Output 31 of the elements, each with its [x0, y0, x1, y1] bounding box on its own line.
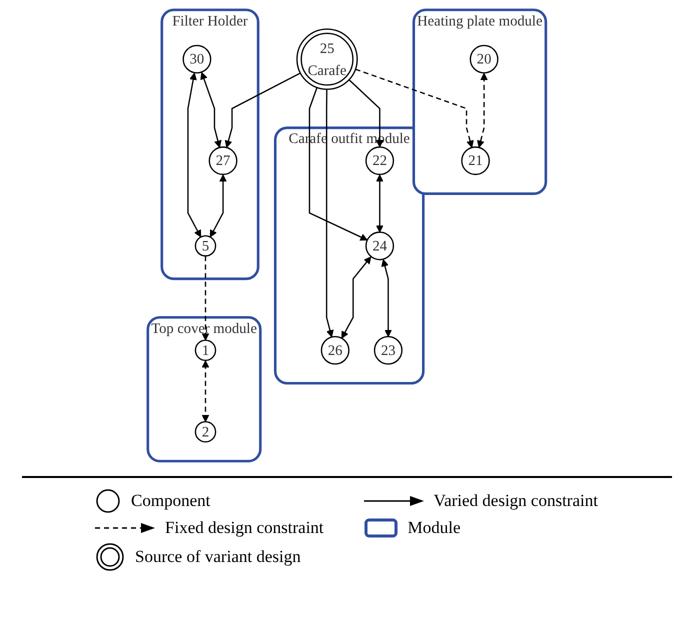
node-circle: 20 — [469, 44, 498, 74]
legend-label: Component — [131, 491, 210, 511]
arrow — [201, 255, 209, 340]
node-circle: 5 — [194, 234, 216, 256]
node-circle: 25 Carafe — [296, 28, 358, 90]
node-circle: 30 — [182, 44, 211, 74]
node-circle: 27 — [208, 146, 238, 175]
node-circle: 21 — [460, 146, 490, 175]
arrow — [326, 88, 334, 337]
arrow — [224, 72, 300, 148]
arrow — [186, 72, 201, 237]
legend-label: Module — [408, 518, 461, 538]
arrow — [380, 258, 392, 336]
arrow — [200, 72, 222, 148]
arrow — [348, 78, 384, 147]
legend-label: Fixed design constraint — [165, 518, 324, 538]
arrow — [376, 174, 384, 232]
node-circle: 23 — [374, 335, 402, 364]
arrow — [476, 72, 488, 148]
arrow — [341, 256, 371, 338]
node-circle: 2 — [194, 420, 216, 442]
node-circle: 1 — [194, 339, 216, 360]
node-circle: 26 — [320, 335, 350, 364]
legend-label: Source of variant design — [135, 547, 301, 567]
node-circle: 24 — [365, 231, 394, 260]
arrow — [308, 86, 368, 240]
arrow — [201, 360, 209, 422]
arrow — [354, 68, 474, 148]
arrow — [210, 174, 226, 237]
node-circle: 22 — [365, 146, 394, 175]
legend-label: Varied design constraint — [434, 491, 598, 511]
